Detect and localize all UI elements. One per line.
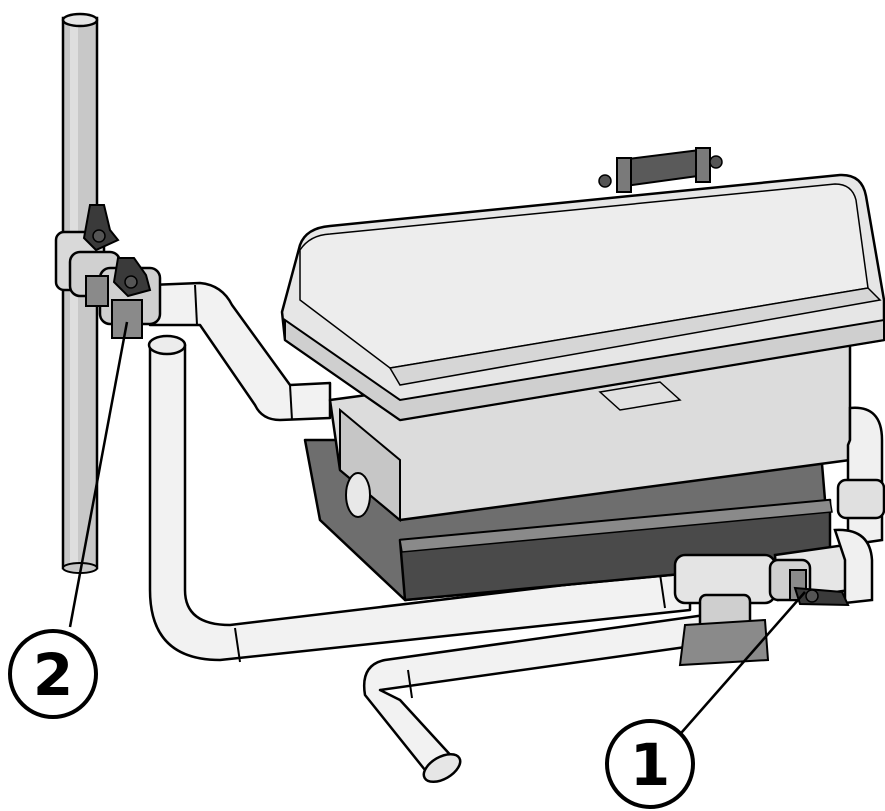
tank-body [328,328,885,547]
drain-pipe [362,613,707,784]
callout-2-label: 2 [33,641,73,709]
valve-2-handle-upper [82,204,120,252]
valve-2 [68,204,162,339]
callout-1: 1 [605,719,695,809]
callout-1-label: 1 [630,731,670,799]
leader-line-2 [68,321,129,628]
tank-lid [280,147,885,422]
supply-pipe [148,281,332,422]
return-pipe [147,334,692,663]
callout-2: 2 [8,629,98,719]
leader-line-1 [674,591,806,741]
